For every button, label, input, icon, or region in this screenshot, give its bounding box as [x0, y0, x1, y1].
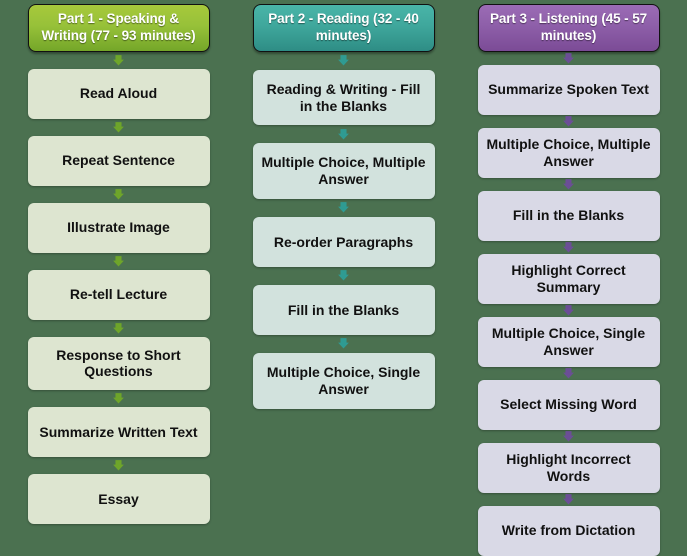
node-part-3-8: Write from Dictation: [477, 505, 660, 556]
column-part-1: Part 1 - Speaking & Writing (77 - 93 min…: [0, 4, 231, 525]
arrow-down-icon: [337, 335, 350, 353]
arrow-down-icon: [112, 320, 125, 337]
arrow-down-icon: [562, 241, 575, 254]
node-part-3-1: Summarize Spoken Text: [477, 64, 660, 115]
header-part-3: Part 3 - Listening (45 - 57 minutes): [477, 4, 660, 52]
header-part-2: Part 2 - Reading (32 - 40 minutes): [252, 4, 435, 52]
arrow-down-icon: [562, 52, 575, 65]
node-part-3-2: Multiple Choice, Multiple Answer: [477, 127, 660, 178]
exam-flow-diagram: Part 1 - Speaking & Writing (77 - 93 min…: [0, 4, 687, 556]
node-part-2-4: Fill in the Blanks: [252, 284, 435, 335]
arrow-down-icon: [337, 52, 350, 70]
node-part-3-6: Select Missing Word: [477, 379, 660, 430]
arrow-down-icon: [112, 52, 125, 69]
arrow-down-icon: [562, 304, 575, 317]
arrow-down-icon: [337, 267, 350, 285]
node-part-2-2: Multiple Choice, Multiple Answer: [252, 143, 435, 199]
node-part-1-6: Summarize Written Text: [27, 407, 210, 458]
header-part-1: Part 1 - Speaking & Writing (77 - 93 min…: [27, 4, 210, 52]
node-part-1-1: Read Aloud: [27, 68, 210, 119]
arrow-down-icon: [112, 457, 125, 474]
arrow-down-icon: [337, 199, 350, 217]
arrow-down-icon: [562, 115, 575, 128]
node-part-3-3: Fill in the Blanks: [477, 190, 660, 241]
node-part-3-4: Highlight Correct Summary: [477, 253, 660, 304]
node-part-3-7: Highlight Incorrect Words: [477, 442, 660, 493]
node-part-1-3: Illustrate Image: [27, 202, 210, 253]
node-part-1-5: Response to Short Questions: [27, 336, 210, 391]
column-part-2: Part 2 - Reading (32 - 40 minutes) Readin…: [231, 4, 456, 524]
node-part-1-7: Essay: [27, 474, 210, 525]
arrow-down-icon: [562, 493, 575, 506]
node-part-2-5: Multiple Choice, Single Answer: [252, 352, 435, 409]
node-part-2-1: Reading & Writing - Fill in the Blanks: [252, 69, 435, 126]
arrow-down-icon: [112, 253, 125, 270]
arrow-down-icon: [562, 367, 575, 380]
arrow-down-icon: [562, 178, 575, 191]
arrow-down-icon: [112, 390, 125, 407]
arrow-down-icon: [562, 430, 575, 443]
node-part-2-3: Re-order Paragraphs: [252, 216, 435, 267]
arrow-down-icon: [112, 186, 125, 203]
arrow-down-icon: [337, 125, 350, 143]
node-part-1-2: Repeat Sentence: [27, 135, 210, 186]
arrow-down-icon: [112, 119, 125, 136]
node-part-3-5: Multiple Choice, Single Answer: [477, 316, 660, 367]
column-part-3: Part 3 - Listening (45 - 57 minutes) Summ…: [456, 4, 687, 556]
node-part-1-4: Re-tell Lecture: [27, 269, 210, 320]
